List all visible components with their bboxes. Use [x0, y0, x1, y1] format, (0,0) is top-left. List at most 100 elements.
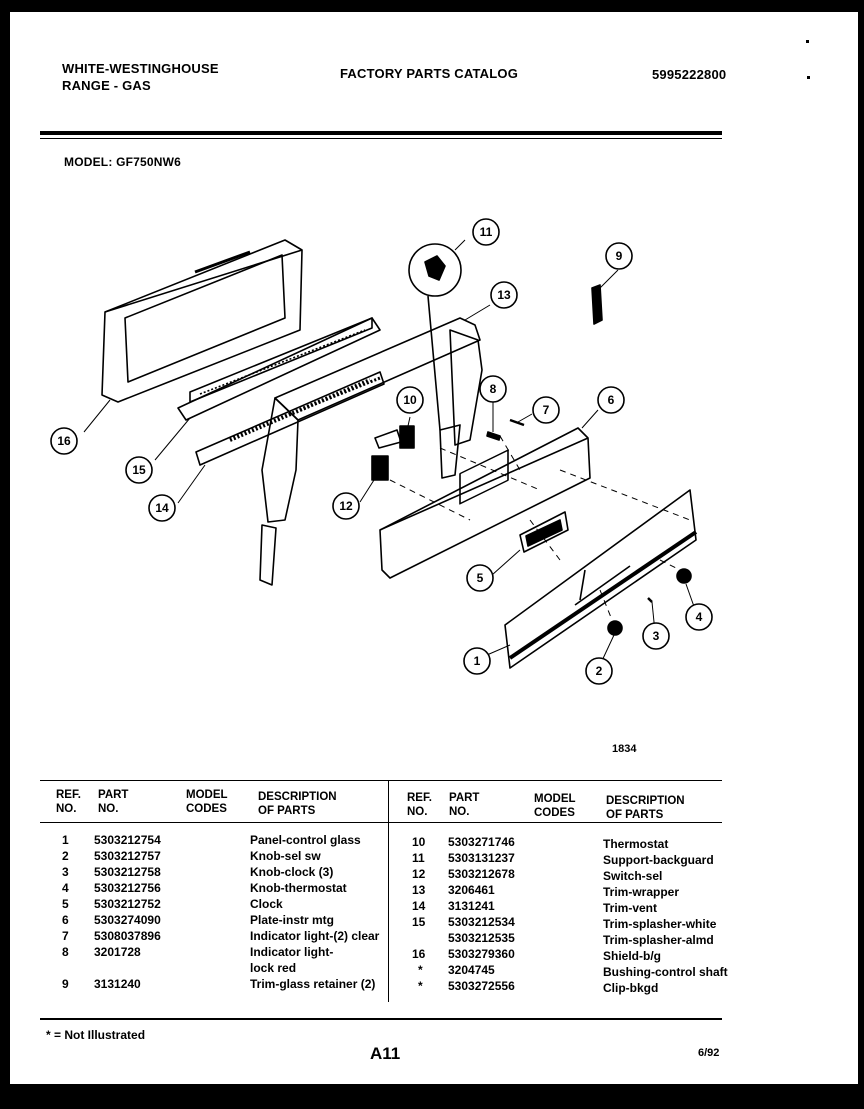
- part-cell: 5303272556: [448, 979, 515, 993]
- brand-heading: WHITE-WESTINGHOUSE RANGE - GAS: [62, 60, 219, 94]
- part-cell: 3131241: [448, 899, 495, 913]
- callout-label: 3: [653, 629, 660, 643]
- ref-cell: 1: [62, 833, 69, 847]
- desc-cell: Trim-splasher-almd: [603, 933, 714, 947]
- callout-6: [597, 386, 625, 414]
- model-number: GF750NW6: [116, 155, 182, 169]
- part-cell: 3201728: [94, 945, 141, 959]
- desc-cell: Knob-sel sw: [250, 849, 321, 863]
- col-desc-left: DESCRIPTION OF PARTS: [258, 790, 337, 818]
- trim-splasher-part: [177, 317, 381, 421]
- ref-cell: 13: [412, 883, 426, 897]
- callout-label: 5: [477, 571, 484, 585]
- ref-cell: 12: [412, 867, 426, 881]
- desc-cell: Shield-b/g: [603, 949, 661, 963]
- desc-cell: Knob-thermostat: [250, 881, 347, 895]
- parts-table-left: 1 5303212754 Panel-control glass 2 53032…: [0, 832, 390, 1002]
- callout-15: [125, 456, 153, 484]
- part-cell: 5303274090: [94, 913, 161, 927]
- speck: [807, 76, 810, 79]
- thermostat-part: [374, 425, 415, 449]
- table-center-divider: [388, 780, 389, 1002]
- col-desc-line1: DESCRIPTION: [258, 791, 337, 803]
- callout-label: 13: [497, 288, 511, 302]
- desc-cell: Support-backguard: [603, 853, 714, 867]
- part-cell: 5303212752: [94, 897, 161, 911]
- callout-12: [332, 492, 360, 520]
- callout-label: 9: [616, 249, 623, 263]
- desc-cell: Trim-wrapper: [603, 885, 680, 899]
- col-part-line1: PART: [449, 792, 480, 804]
- ref-cell: 11: [412, 851, 425, 865]
- part-cell: 5303279360: [448, 947, 515, 961]
- ref-cell: 14: [412, 899, 426, 913]
- col-part-line1: PART: [98, 789, 129, 801]
- knob-parts: [607, 568, 692, 636]
- catalog-title: FACTORY PARTS CATALOG: [340, 66, 519, 81]
- col-ref-right: REF. NO.: [407, 791, 432, 819]
- callout-label: 1: [474, 654, 481, 668]
- ref-cell: 6: [62, 913, 69, 927]
- ref-cell: 4: [62, 881, 69, 895]
- callout-11: [472, 218, 500, 246]
- callout-8: [479, 375, 507, 403]
- part-cell: 5303271746: [448, 835, 515, 849]
- desc-cell: Thermostat: [603, 837, 669, 851]
- col-model-line2: CODES: [186, 803, 227, 815]
- brand-line-2: RANGE - GAS: [62, 78, 151, 93]
- part-cell: 3131240: [94, 977, 141, 991]
- col-desc-line2: OF PARTS: [258, 805, 316, 817]
- col-ref-line1: REF.: [407, 792, 432, 804]
- callout-label: 16: [57, 434, 71, 448]
- desc-cell: lock red: [250, 961, 297, 975]
- callout-circles: [50, 218, 713, 685]
- part-cell: 5303212754: [94, 833, 161, 847]
- col-model-line1: MODEL: [534, 793, 576, 805]
- col-part-left: PART NO.: [98, 788, 128, 816]
- col-model-right: MODEL CODES: [534, 792, 576, 820]
- ref-cell: 2: [62, 849, 69, 863]
- ref-cell: 8: [62, 945, 69, 959]
- trim-wrapper-part: [259, 317, 483, 586]
- desc-cell: Knob-clock (3): [250, 865, 334, 879]
- ref-cell: 16: [412, 947, 426, 961]
- desc-cell: Switch-sel: [603, 869, 663, 883]
- col-ref-line2: NO.: [56, 803, 77, 815]
- callout-16: [50, 427, 78, 455]
- control-panel-glass-part: [504, 489, 698, 669]
- speck: [806, 40, 809, 43]
- assembly-guides: [389, 435, 691, 621]
- col-ref-line2: NO.: [407, 806, 428, 818]
- parts-table-right: 10 5303271746 Thermostat 11 5303131237 S…: [0, 834, 864, 1004]
- revision-date: 6/92: [698, 1047, 720, 1059]
- callout-label: 7: [543, 403, 550, 417]
- col-model-line1: MODEL: [186, 789, 228, 801]
- callout-label: 12: [339, 499, 353, 513]
- part-cell: 5303212756: [94, 881, 161, 895]
- model-label: MODEL:: [64, 155, 113, 169]
- callout-14: [148, 494, 176, 522]
- callout-7: [532, 396, 560, 424]
- indicator-lights-part: [486, 418, 525, 441]
- callout-label: 15: [132, 463, 146, 477]
- desc-cell: Clock: [250, 897, 283, 911]
- part-cell: 3206461: [448, 883, 495, 897]
- callout-label: 6: [608, 393, 615, 407]
- desc-cell: Indicator light-(2) clear: [250, 929, 380, 943]
- ref-cell: 5: [62, 897, 69, 911]
- col-desc-right: DESCRIPTION OF PARTS: [606, 794, 685, 822]
- col-desc-line1: DESCRIPTION: [606, 795, 685, 807]
- instrument-plate-part: [379, 427, 591, 579]
- col-ref-left: REF. NO.: [56, 788, 81, 816]
- part-cell: 5303212757: [94, 849, 161, 863]
- col-part-line2: NO.: [98, 803, 119, 815]
- callout-label: 14: [155, 501, 169, 515]
- col-part-right: PART NO.: [449, 791, 479, 819]
- figure-number: 1834: [612, 743, 637, 755]
- catalog-page: [10, 12, 858, 1084]
- col-ref-line1: REF.: [56, 789, 81, 801]
- table-bottom-rule: [40, 1018, 722, 1020]
- desc-cell: Bushing-control shaft: [603, 965, 728, 979]
- shield-backguard-part: [101, 239, 303, 403]
